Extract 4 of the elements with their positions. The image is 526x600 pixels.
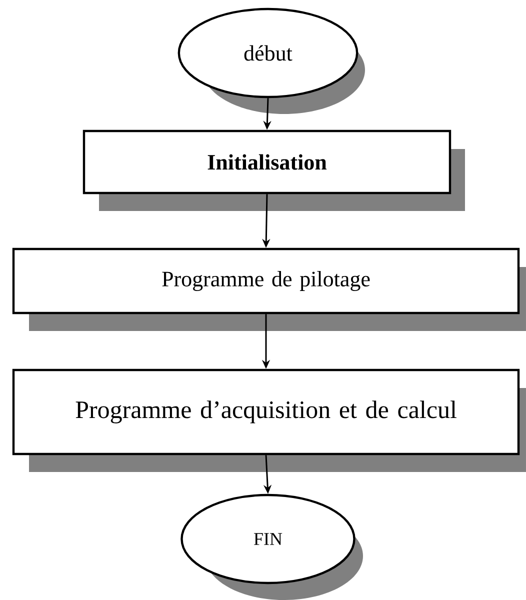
node-label: FIN — [254, 533, 282, 545]
process-box: Programme d’acquisition et de calcul — [12, 368, 526, 472]
process-box: Programme de pilotage — [12, 248, 526, 331]
process-box: Initialisation — [82, 130, 465, 211]
